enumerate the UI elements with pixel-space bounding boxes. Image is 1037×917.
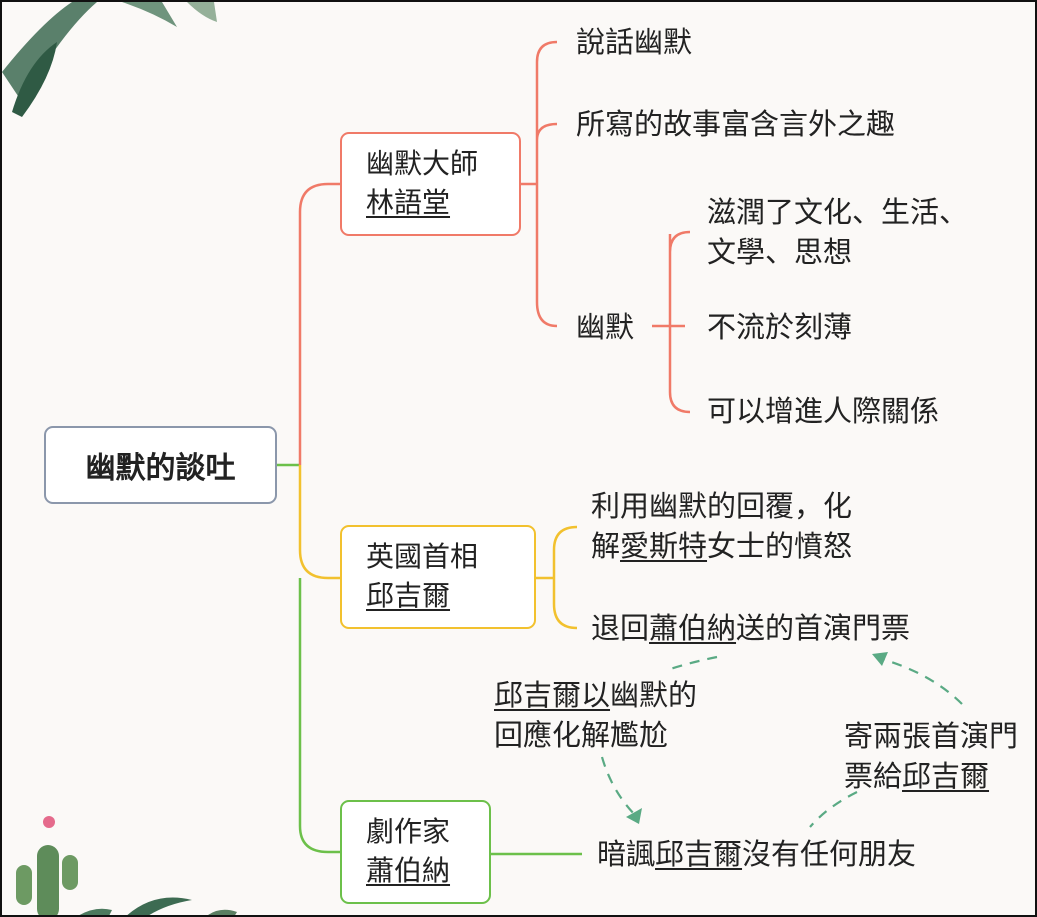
branch-node-shaw[interactable]: 劇作家 蕭伯納 [340, 800, 491, 904]
branch-node-lin-yutang[interactable]: 幽默大師 林語堂 [340, 132, 521, 236]
annotation-send-tickets: 寄兩張首演門 票給邱吉爾 [844, 716, 1018, 796]
leaf-line: 解愛斯特女士的憤怒 [591, 529, 853, 563]
leaf-line: 利用幽默的回覆，化 [591, 489, 853, 523]
branch-node-title: 幽默大師 [366, 147, 479, 180]
dashed-arrow-left-down [600, 756, 638, 818]
branch-node-churchill[interactable]: 英國首相 邱吉爾 [340, 525, 536, 629]
leaf-humor[interactable]: 幽默 [576, 310, 635, 344]
annotation-line: 寄兩張首演門 [844, 719, 1019, 753]
root-node[interactable]: 幽默的談吐 [44, 426, 277, 504]
arrowhead-right-up [872, 652, 888, 666]
connector-green-trunk [298, 578, 340, 854]
leaf-speaks-humorously[interactable]: 說話幽默 [576, 25, 693, 59]
root-node-label: 幽默的談吐 [85, 451, 236, 486]
arrowhead-left-down [626, 808, 642, 824]
branch-node-person: 林語堂 [366, 186, 451, 219]
branch-node-person: 邱吉爾 [366, 579, 451, 612]
connector-yellow-trunk [298, 465, 340, 580]
connector-yellow-children [535, 525, 578, 630]
annotation-line: 邱吉爾以幽默的 [494, 678, 698, 712]
person-name: 蕭伯納 [649, 611, 737, 645]
leaf-enriches-culture[interactable]: 滋潤了文化、生活、 文學、思想 [707, 192, 968, 272]
person-name: 愛斯特 [620, 529, 708, 563]
cactus-decoration-bottom-left [16, 816, 237, 915]
leaf-improves-relationships[interactable]: 可以增進人際關係 [707, 394, 940, 428]
leaf-not-mean[interactable]: 不流於刻薄 [707, 310, 853, 344]
leaf-line: 滋潤了文化、生活、 [707, 195, 969, 229]
branch-node-title: 英國首相 [366, 540, 479, 573]
connector-humor-subtree [652, 230, 691, 414]
leaf-line: 文學、思想 [707, 235, 853, 269]
dashed-arrow-right-down [809, 791, 858, 828]
leaf-return-tickets[interactable]: 退回蕭伯納送的首演門票 [591, 611, 911, 645]
annotation-line: 票給邱吉爾 [844, 759, 990, 793]
connector-red-children [520, 40, 558, 328]
dashed-arrow-right-up [881, 657, 963, 705]
branch-node-person: 蕭伯納 [366, 854, 451, 887]
connector-red-trunk [298, 182, 340, 465]
annotation-line: 回應化解尷尬 [494, 718, 669, 752]
leaf-insinuates-no-friends[interactable]: 暗諷邱吉爾沒有任何朋友 [597, 837, 917, 871]
leaf-humorous-reply[interactable]: 利用幽默的回覆，化 解愛斯特女士的憤怒 [591, 486, 852, 566]
dashed-arrow-left-up [666, 655, 718, 672]
branch-node-title: 劇作家 [366, 815, 451, 848]
annotation-churchill-resolves: 邱吉爾以幽默的 回應化解尷尬 [494, 675, 697, 755]
person-name: 邱吉爾 [655, 837, 743, 871]
leaf-stories-implied-meaning[interactable]: 所寫的故事富含言外之趣 [576, 107, 896, 141]
palm-leaf-decoration-top-left [2, 2, 217, 117]
